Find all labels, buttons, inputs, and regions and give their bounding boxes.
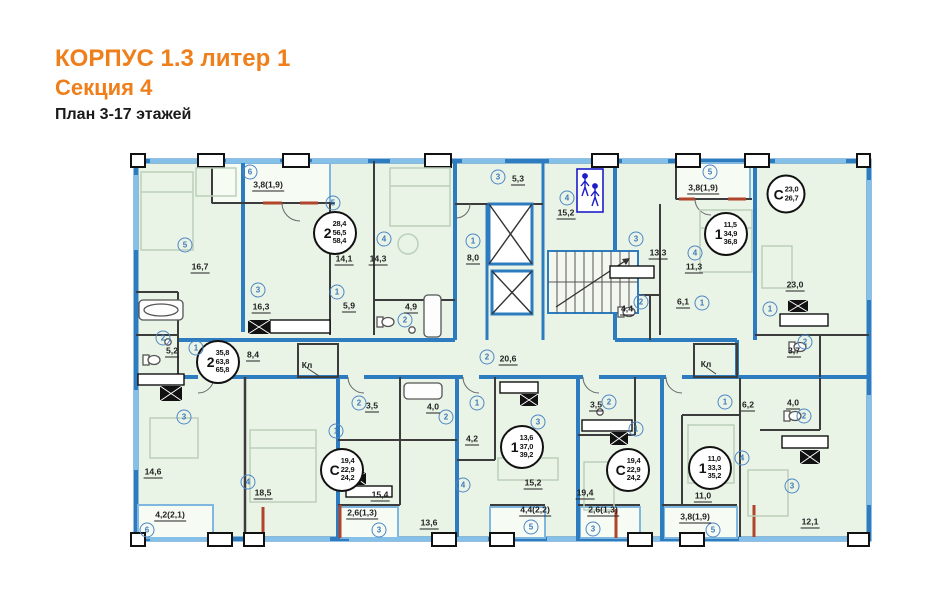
bathroom-fixtures [138, 294, 807, 422]
title-block: КОРПУС 1.3 литер 1 Секция 4 План 3-17 эт… [55, 44, 290, 126]
label-leaders [306, 366, 717, 377]
kitchen-fixtures [137, 265, 829, 498]
red-wall-accents [261, 197, 756, 538]
wall-columns [130, 153, 871, 547]
interior-partitions [136, 161, 869, 539]
furniture [140, 167, 793, 517]
building-title: КОРПУС 1.3 литер 1 [55, 45, 291, 72]
floors-subtitle: План 3-17 этажей [55, 105, 192, 123]
firefighter-equipment-icon [576, 168, 604, 213]
elevator-shafts [487, 202, 534, 316]
section-title: Секция 4 [55, 75, 153, 100]
staircase [547, 250, 639, 314]
windows [134, 159, 871, 541]
